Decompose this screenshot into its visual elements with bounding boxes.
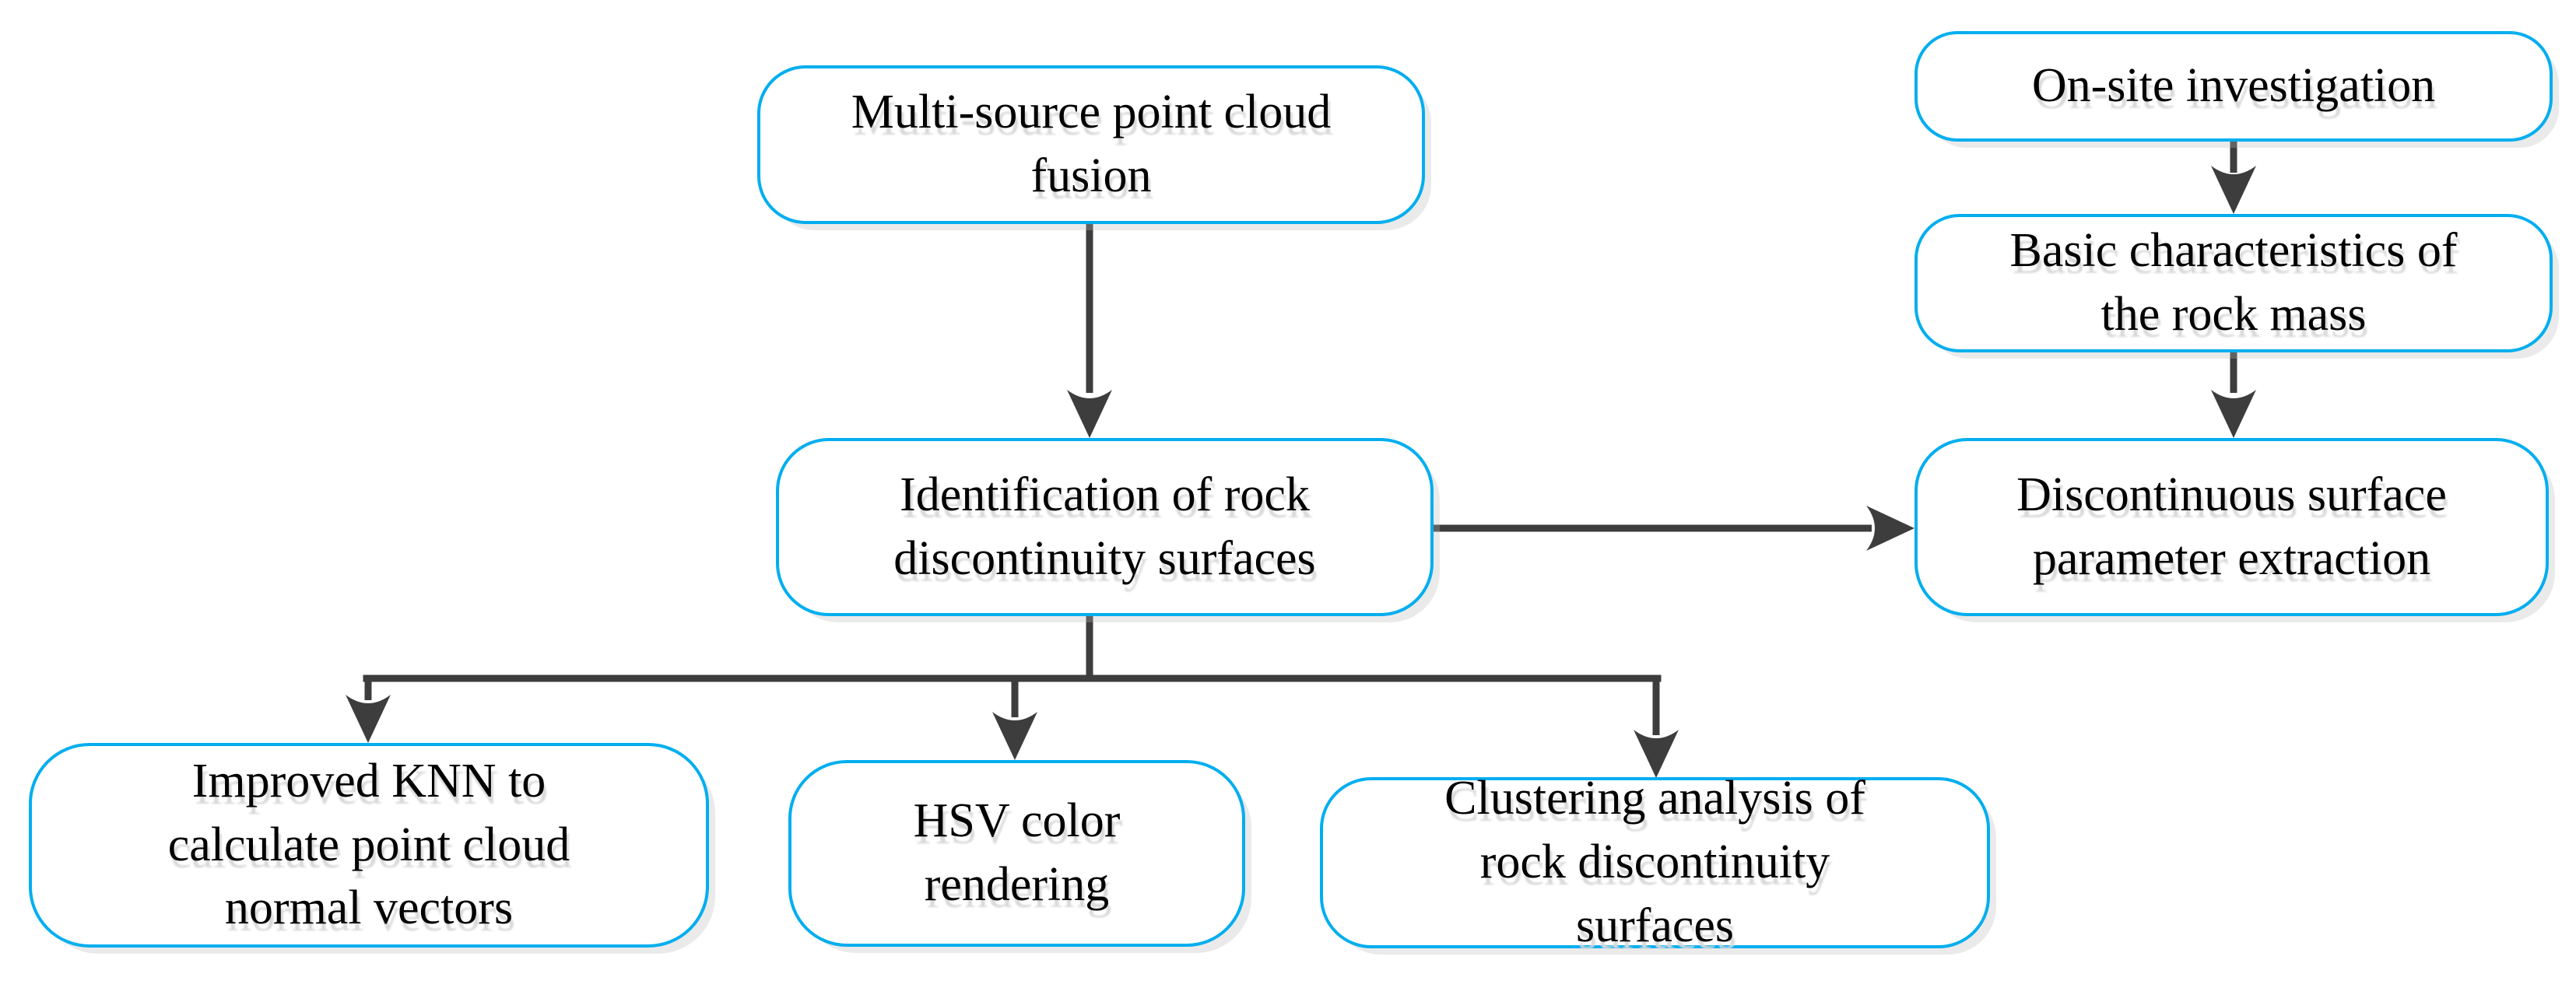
node-label: Improved KNN to calculate point cloud no… [167,754,570,935]
node-label: Identification of rock discontinuity sur… [893,468,1316,585]
arrow-branch-to-knn [346,678,391,743]
node-clustering-analysis-rock-discontinuity-surfaces: Clustering analysis of rock discontinuit… [1320,772,1990,952]
node-multi-source-point-cloud-fusion: Multi-source point cloud fusion [757,65,1425,224]
node-discontinuous-surface-parameter-extraction: Discontinuous surface parameter extracti… [1914,438,2549,616]
node-on-site-investigation: On-site investigation [1914,31,2553,142]
node-label: HSV color rendering [913,794,1121,911]
node-hsv-color-rendering: HSV color rendering [788,760,1245,947]
arrow-onsite-to-basic [2211,142,2256,214]
arrow-basic-to-extraction [2211,352,2256,438]
arrow-multi-source-to-identification [1067,224,1112,438]
node-label: Discontinuous surface parameter extracti… [2016,468,2447,585]
node-basic-characteristics-of-rock-mass: Basic characteristics of the rock mass [1914,214,2553,352]
arrow-branch-to-clustering [1634,678,1679,778]
node-label: Basic characteristics of the rock mass [2009,224,2458,341]
node-label: On-site investigation [2031,59,2436,113]
node-improved-knn-normal-vectors: Improved KNN to calculate point cloud no… [29,743,709,948]
node-identification-of-rock-discontinuity-surfaces: Identification of rock discontinuity sur… [776,438,1434,616]
node-label: Clustering analysis of rock discontinuit… [1444,772,1865,952]
branch-identification-to-bottom-row [363,616,1662,682]
arrow-identification-to-extraction [1434,506,1914,551]
node-label: Multi-source point cloud fusion [851,86,1332,202]
arrow-branch-to-hsv [992,678,1037,760]
